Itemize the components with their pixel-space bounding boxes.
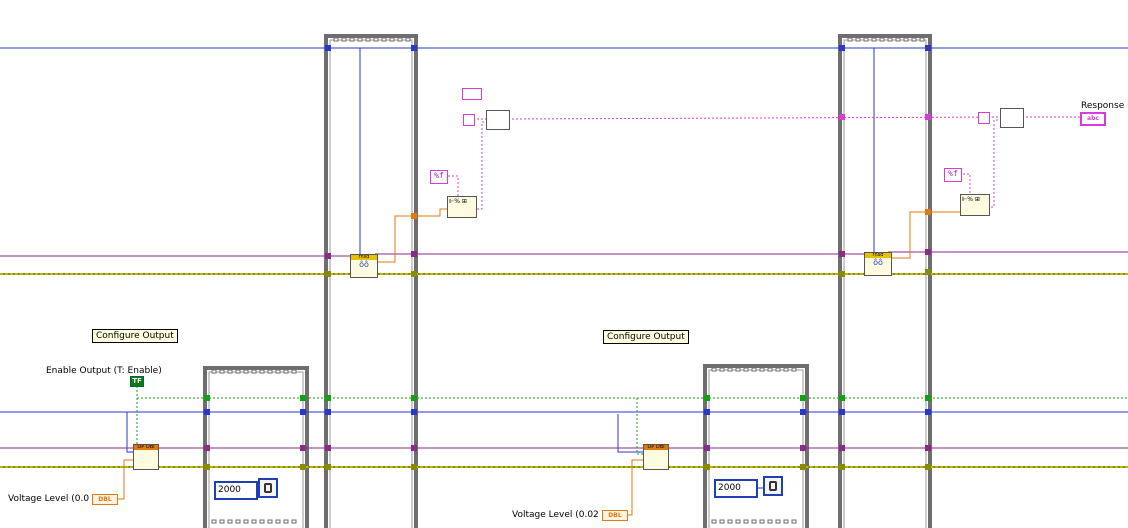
error-wires[interactable] [0, 273, 1128, 468]
wait-wires [240, 487, 763, 491]
voltage-level-control-1[interactable]: DBL [92, 494, 118, 505]
query-vi-1[interactable]: rhsd ôô [350, 254, 378, 278]
newline-constant-1[interactable] [463, 114, 475, 126]
sequence-frame-4[interactable] [703, 364, 809, 528]
sequence-frame-2[interactable] [838, 34, 932, 528]
session-wires[interactable] [0, 251, 1128, 449]
sequence-frame-1[interactable] [324, 34, 418, 528]
configure-output-vi-2[interactable]: DP DBI [643, 444, 669, 470]
wait-ms-icon[interactable] [258, 478, 278, 498]
wait-ms-constant-1[interactable]: 2000 [214, 481, 258, 500]
format-into-string-1[interactable]: ⊩% ⊞ [447, 196, 477, 218]
wait-ms-icon[interactable] [763, 476, 783, 496]
concatenate-strings-1[interactable] [486, 110, 510, 130]
wait-ms-constant-2[interactable]: 2000 [714, 479, 758, 498]
numeric-wires[interactable] [118, 208, 960, 516]
voltage-level-label-2: Voltage Level (0.02 V) [512, 510, 612, 520]
response-indicator[interactable]: abc [1080, 112, 1106, 126]
string-constant-1[interactable] [462, 88, 482, 100]
response-label: Response [1081, 101, 1125, 111]
voltage-level-label-1: Voltage Level (0.0 V) [8, 494, 102, 504]
format-string-constant-1[interactable]: %f [430, 170, 448, 184]
boolean-wires[interactable] [136, 386, 1128, 455]
newline-constant-2[interactable] [978, 112, 990, 124]
query-vi-2[interactable]: rhsd ôô [864, 252, 892, 276]
configure-output-vi-1[interactable]: DP DBI [133, 444, 159, 470]
voltage-level-control-2[interactable]: DBL [602, 510, 628, 521]
tunnels [204, 45, 931, 470]
configure-output-comment-2: Configure Output [603, 330, 689, 344]
concatenate-strings-2[interactable] [1000, 108, 1024, 128]
format-into-string-2[interactable]: ⊩% ⊞ [960, 194, 990, 216]
frame-sprockets [211, 37, 925, 524]
refnum-wires[interactable] [0, 47, 1128, 453]
configure-output-comment-1: Configure Output [92, 329, 178, 343]
enable-output-label: Enable Output (T: Enable) [46, 366, 162, 376]
error-wires-hilite [0, 273, 1128, 468]
enable-output-control[interactable]: TF [130, 376, 144, 387]
format-string-constant-2[interactable]: %f [944, 168, 962, 182]
